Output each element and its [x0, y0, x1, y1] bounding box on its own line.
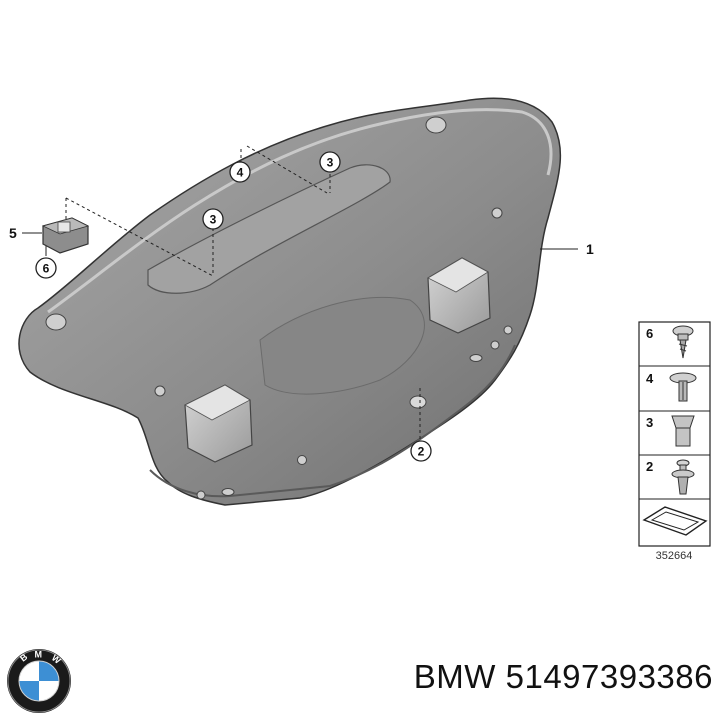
callout-6: 6 [35, 257, 57, 279]
recessed-channel [147, 164, 391, 294]
label-1: 1 [586, 241, 594, 257]
panel-rim [47, 108, 553, 314]
caption-brand: BMW [413, 658, 496, 695]
part-caption: BMW 51497393386 [368, 658, 713, 696]
mounting-bosses [45, 116, 513, 500]
clip-nut-icon [671, 415, 695, 447]
left-mount-block [184, 384, 253, 463]
callout-4: 4 [229, 161, 251, 183]
trim-panel [18, 97, 562, 506]
svg-text:B: B [18, 651, 30, 663]
callout-6-label: 6 [43, 262, 50, 276]
callout-2-label: 2 [418, 445, 425, 459]
svg-text:M: M [35, 650, 43, 660]
legend-number-4: 4 [646, 371, 654, 386]
legend-number-2: 2 [646, 459, 653, 474]
clip-seat [409, 395, 427, 409]
callout-4-label: 4 [237, 166, 244, 180]
label-5: 5 [9, 225, 17, 241]
shim-plate-icon [642, 506, 708, 536]
callout-3-lower: 3 [202, 208, 224, 230]
push-clip-icon [671, 459, 695, 495]
screw-icon [672, 325, 694, 359]
central-depression [259, 296, 425, 395]
fastener-legend: 6 4 3 2 [638, 321, 711, 562]
caption-part-number: 51497393386 [505, 658, 713, 695]
callout-2: 2 [410, 440, 432, 462]
legend-number-6: 6 [646, 326, 653, 341]
diagram-id: 352664 [656, 550, 693, 562]
callout-3-upper: 3 [319, 151, 341, 173]
bmw-roundel-logo: B M W [7, 649, 71, 713]
panel-lower-lip [149, 344, 516, 498]
legend-number-3: 3 [646, 415, 653, 430]
expanding-rivet-icon [669, 372, 697, 402]
bracket-part [41, 217, 90, 254]
callout-3-lower-label: 3 [210, 213, 217, 227]
right-mount-block [427, 257, 491, 334]
callout-3-upper-label: 3 [327, 156, 334, 170]
